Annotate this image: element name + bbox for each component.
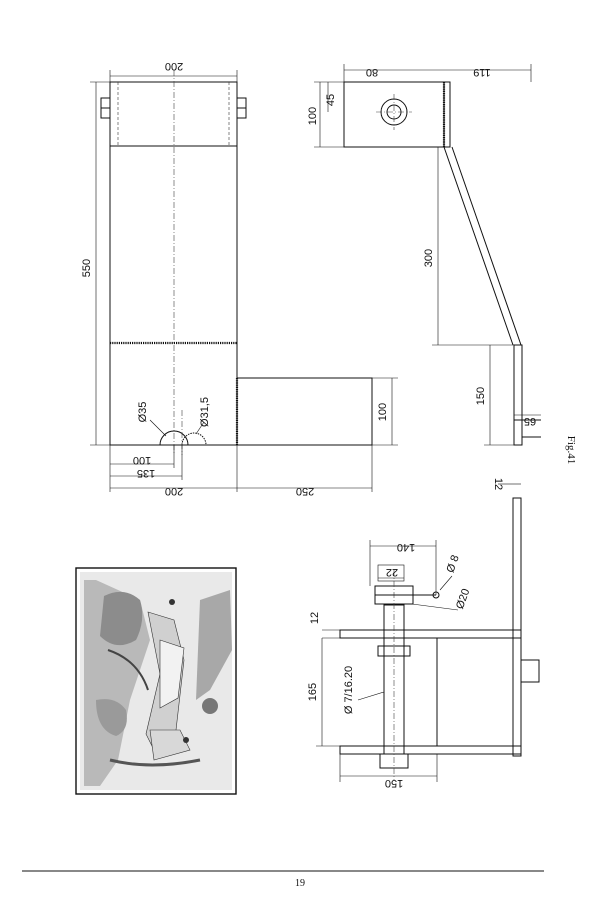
figure-label: Fig.41 — [565, 436, 577, 464]
dim-150: 150 — [475, 387, 487, 405]
dim-300: 300 — [423, 249, 435, 267]
dim-arm-height: 100 — [377, 403, 389, 421]
bottom-view: 12 140 22 Ø 8 Ø20 12 165 Ø 7/16.20 150 — [307, 478, 540, 789]
dim-12-left: 12 — [309, 612, 321, 624]
dim-8: Ø 8 — [445, 554, 462, 575]
dim-100-block: 100 — [307, 107, 319, 125]
dim-135: 135 — [137, 467, 155, 479]
dim-250: 250 — [296, 485, 314, 497]
dim-200: 200 — [165, 485, 183, 497]
dim-top-width: 200 — [165, 60, 183, 72]
dim-22: 22 — [386, 566, 398, 578]
left-view: 200 550 100 Ø35 Ø31,5 100 135 200 250 — [81, 60, 398, 497]
dim-total-height: 550 — [81, 259, 93, 277]
dim-119: 119 — [473, 66, 491, 78]
photo-panel — [75, 567, 237, 795]
right-view: 80 119 45 100 300 150 65 Fig.41 — [307, 64, 577, 464]
dim-65: 65 — [524, 415, 536, 427]
page-number: 19 — [295, 878, 305, 889]
dim-150-bottom: 150 — [385, 777, 403, 789]
dim-hole-small: Ø31,5 — [199, 397, 211, 427]
dim-thread: Ø 7/16.20 — [343, 666, 355, 714]
dim-45: 45 — [325, 94, 337, 106]
dim-140: 140 — [397, 541, 415, 553]
dim-100: 100 — [133, 454, 151, 466]
dim-165: 165 — [307, 683, 319, 701]
dim-12-top: 12 — [492, 478, 504, 490]
dim-80: 80 — [366, 66, 378, 78]
dim-20: Ø20 — [454, 587, 472, 611]
dim-hole-large: Ø35 — [137, 402, 149, 423]
